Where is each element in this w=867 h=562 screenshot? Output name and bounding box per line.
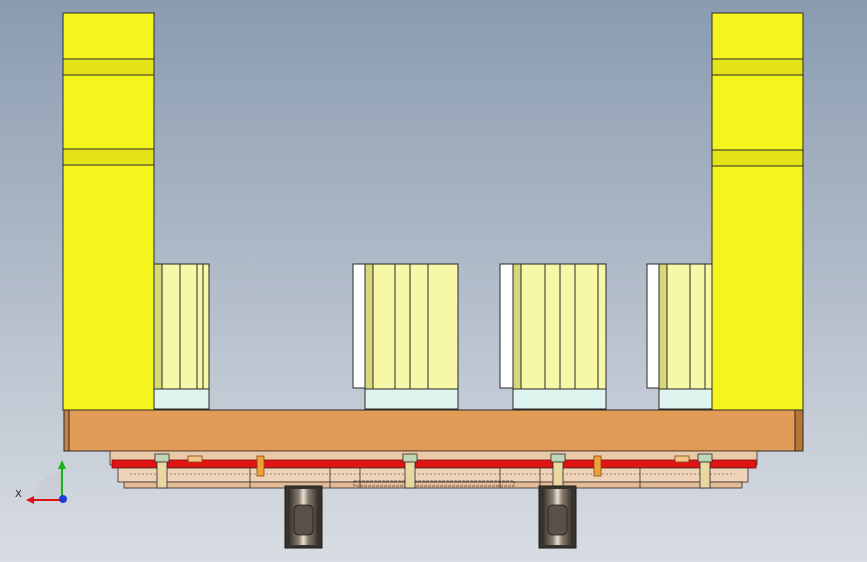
pale-block-2[interactable] bbox=[352, 263, 459, 410]
bolt-4 bbox=[697, 453, 713, 489]
pale-block-3[interactable] bbox=[499, 263, 607, 410]
x-axis-arrow-icon bbox=[26, 496, 34, 504]
lower-plate-assembly[interactable] bbox=[109, 450, 758, 489]
pale-block-4[interactable] bbox=[646, 263, 715, 410]
yellow-column-left[interactable] bbox=[62, 12, 155, 411]
bolt-2 bbox=[402, 453, 418, 489]
x-axis-label: X bbox=[15, 489, 22, 500]
bolt-3 bbox=[550, 453, 566, 489]
guide-wheel-right[interactable] bbox=[538, 485, 577, 549]
pale-block-1[interactable] bbox=[151, 263, 210, 410]
z-axis-dot-icon bbox=[59, 495, 67, 503]
triad-shadow bbox=[34, 472, 62, 500]
yellow-column-right[interactable] bbox=[711, 12, 804, 411]
bolt-1 bbox=[154, 453, 170, 489]
copper-base-plate[interactable] bbox=[63, 409, 804, 452]
guide-wheel-left[interactable] bbox=[284, 485, 323, 549]
small-pins bbox=[187, 455, 690, 477]
coordinate-triad: X bbox=[15, 460, 67, 504]
y-axis-arrow-icon bbox=[58, 460, 66, 469]
